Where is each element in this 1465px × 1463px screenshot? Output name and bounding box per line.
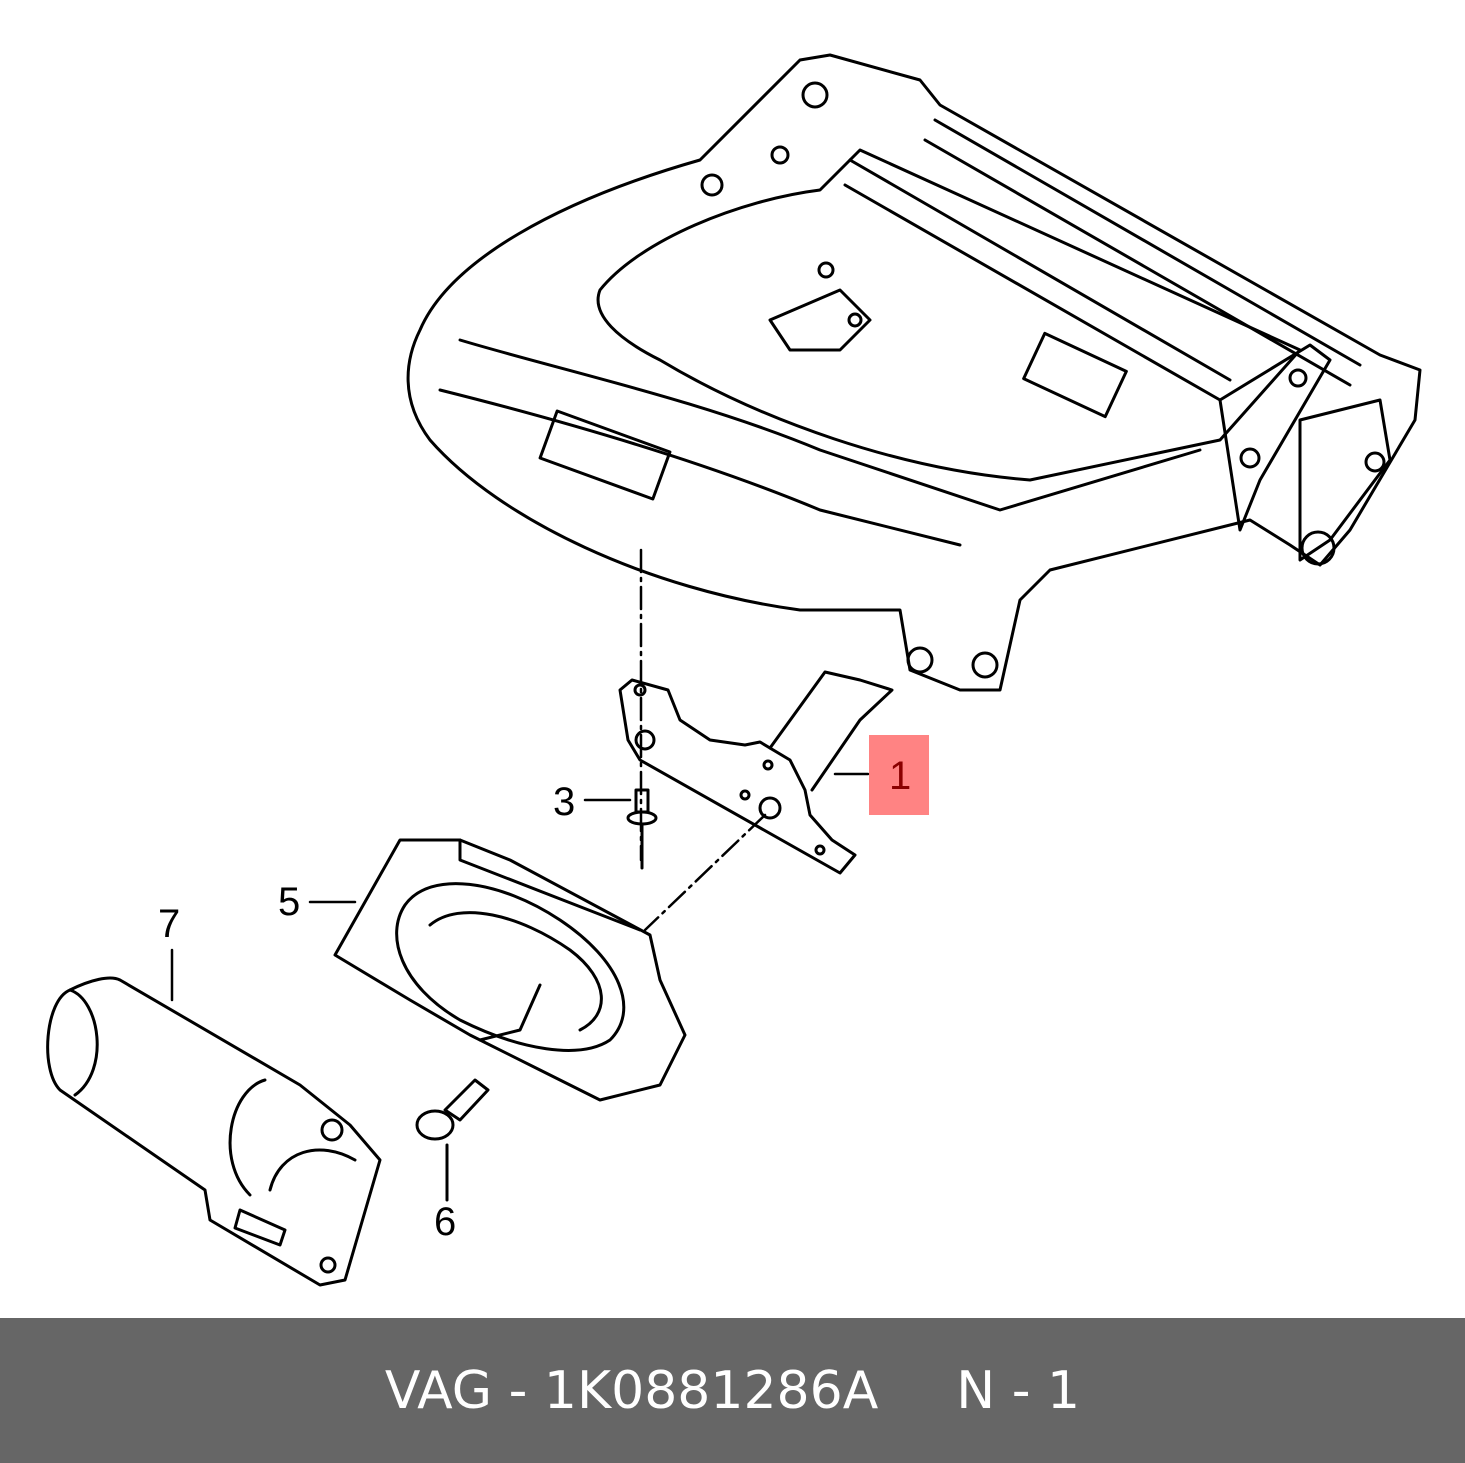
callout-7[interactable]: 7 bbox=[158, 902, 181, 946]
callout-6[interactable]: 6 bbox=[434, 1200, 457, 1244]
diagram-position: N - 1 bbox=[956, 1360, 1081, 1421]
assembly-leader-lines bbox=[639, 548, 767, 932]
callout-leaders bbox=[170, 772, 870, 1002]
exploded-parts-drawing bbox=[46, 53, 1422, 1287]
seat-frame bbox=[406, 53, 1422, 692]
highlight-box-part-1 bbox=[869, 735, 929, 815]
footer-bar: VAG - 1K0881286A N - 1 bbox=[0, 1318, 1465, 1463]
part-1-bracket bbox=[618, 670, 894, 875]
callout-3[interactable]: 3 bbox=[553, 780, 576, 824]
callout-1[interactable]: 1 bbox=[889, 754, 912, 798]
part-3-rivet bbox=[626, 788, 658, 870]
part-5-housing bbox=[333, 838, 687, 1102]
part-6-bolt bbox=[415, 1078, 490, 1202]
callout-5[interactable]: 5 bbox=[278, 880, 301, 924]
part-number: VAG - 1K0881286A bbox=[384, 1360, 879, 1421]
part-7-starter bbox=[46, 976, 382, 1287]
